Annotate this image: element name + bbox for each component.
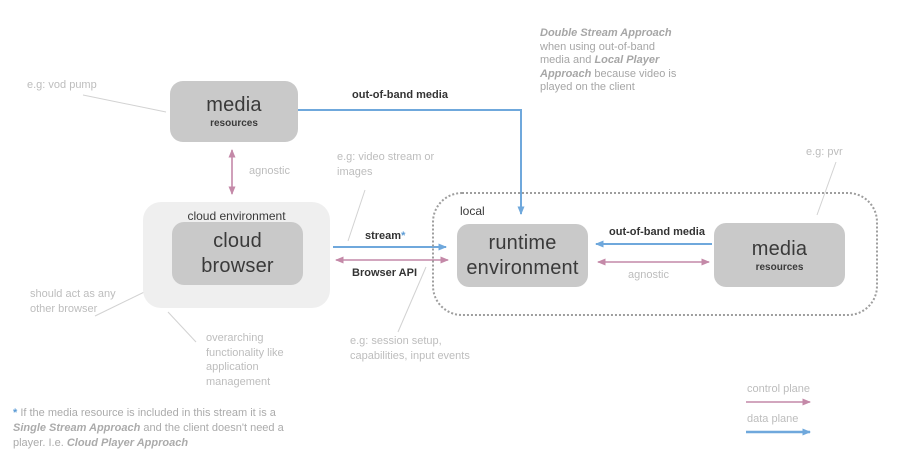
media-right-title: media (751, 237, 808, 260)
cloud-environment-label: cloud environment (187, 209, 286, 223)
video-stream-annotation: e.g: video stream or images (337, 151, 435, 178)
cloud-browser-node: cloud browser (172, 222, 303, 285)
local-container: local (432, 192, 878, 316)
vod-pump-pointer-line (82, 94, 167, 113)
agnostic-right-label: agnostic (628, 269, 669, 281)
control-plane-legend-label: control plane (747, 383, 810, 395)
stream-asterisk: * (401, 230, 406, 242)
browser-api-label: Browser API (352, 267, 418, 279)
session-setup-annotation: e.g: session setup, capabilities, input … (350, 335, 470, 362)
media-top-title: media (206, 94, 262, 116)
data-plane-legend-label: data plane (747, 413, 799, 425)
runtime-environment-title: runtime environment (466, 231, 579, 279)
double-stream-note: Double Stream Approach when using out-of… (540, 27, 677, 93)
should-act-annotation: should act as any other browser (30, 288, 116, 315)
stream-label: stream* (365, 230, 406, 242)
video-stream-pointer-line (347, 189, 366, 242)
pvr-annotation: e.g: pvr (806, 146, 843, 158)
vod-pump-annotation: e.g: vod pump (27, 79, 97, 91)
media-top-subtitle: resources (210, 118, 258, 129)
local-label: local (460, 204, 485, 218)
single-stream-footnote: * If the media resource is included in t… (13, 407, 284, 449)
cloud-browser-title: cloud browser (201, 229, 274, 277)
overarching-pointer-line (167, 311, 197, 343)
media-right-subtitle: resources (755, 261, 804, 273)
out-of-band-media-top-label: out-of-band media (352, 89, 448, 101)
media-resources-top-node: media resources (170, 81, 298, 142)
footnote-asterisk: * (13, 407, 18, 419)
agnostic-left-label: agnostic (249, 165, 290, 177)
overarching-annotation: overarching functionality like applicati… (206, 332, 284, 388)
out-of-band-media-right-label: out-of-band media (609, 226, 705, 238)
runtime-environment-node: runtime environment (457, 224, 588, 287)
media-resources-right-node: media resources (714, 223, 845, 287)
